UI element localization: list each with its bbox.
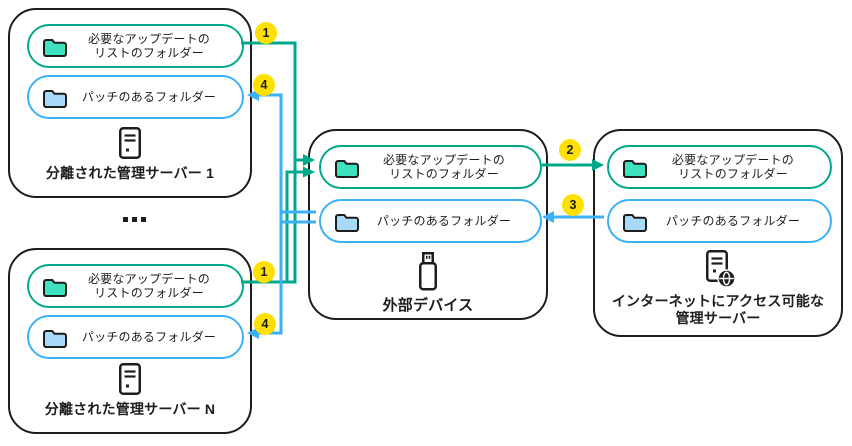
isolated-server-n-label: 分離された管理サーバー N	[44, 401, 216, 417]
isolated-server-1-box: 必要なアップデートのリストのフォルダー パッチのあるフォルダー 分離された管理サ…	[8, 8, 252, 198]
server-icon	[119, 127, 141, 159]
patches-folder-pill: パッチのあるフォルダー	[27, 315, 244, 359]
pill-label: パッチのあるフォルダー	[81, 89, 217, 104]
ellipsis-separator: ...	[123, 217, 146, 222]
pill-label: 必要なアップデートのリストのフォルダー	[671, 152, 794, 182]
folder-icon	[335, 213, 359, 232]
step-4-badge: 4	[254, 313, 276, 335]
folder-icon	[43, 278, 67, 297]
folder-icon	[623, 213, 647, 232]
usb-drive-icon	[419, 252, 437, 291]
folder-icon	[623, 159, 647, 178]
step-4-badge: 4	[253, 74, 275, 96]
patches-folder-pill: パッチのあるフォルダー	[319, 199, 542, 243]
updates-list-folder-pill: 必要なアップデートのリストのフォルダー	[27, 24, 244, 68]
folder-icon	[43, 38, 67, 57]
isolated-server-1-label: 分離された管理サーバー 1	[45, 165, 215, 181]
server-globe-icon	[706, 250, 735, 288]
step-1-badge: 1	[255, 22, 277, 44]
pill-label: 必要なアップデートのリストのフォルダー	[87, 31, 210, 61]
pill-label: 必要なアップデートのリストのフォルダー	[382, 152, 505, 182]
pill-label: パッチのあるフォルダー	[665, 213, 801, 228]
step-3-badge: 3	[562, 194, 584, 216]
folder-icon	[43, 329, 67, 348]
patches-folder-pill: パッチのあるフォルダー	[27, 75, 244, 119]
folder-icon	[335, 159, 359, 178]
pill-label: パッチのあるフォルダー	[81, 329, 217, 344]
internet-server-box: 必要なアップデートのリストのフォルダー パッチのあるフォルダー インターネットに…	[593, 129, 843, 337]
updates-list-folder-pill: 必要なアップデートのリストのフォルダー	[27, 264, 244, 308]
server-icon	[119, 363, 141, 395]
step-2-badge: 2	[559, 139, 581, 161]
updates-list-folder-pill: 必要なアップデートのリストのフォルダー	[607, 145, 832, 189]
folder-icon	[43, 89, 67, 108]
pill-label: 必要なアップデートのリストのフォルダー	[87, 271, 210, 301]
isolated-server-n-box: 必要なアップデートのリストのフォルダー パッチのあるフォルダー 分離された管理サ…	[8, 248, 252, 434]
external-device-label: 外部デバイス	[382, 297, 474, 314]
external-device-box: 必要なアップデートのリストのフォルダー パッチのあるフォルダー 外部デバイス	[308, 129, 548, 320]
pill-label: パッチのあるフォルダー	[376, 213, 512, 228]
updates-list-folder-pill: 必要なアップデートのリストのフォルダー	[319, 145, 542, 189]
internet-server-label: インターネットにアクセス可能な管理サーバー	[611, 293, 825, 326]
patches-folder-pill: パッチのあるフォルダー	[607, 199, 832, 243]
step-1-badge: 1	[253, 261, 275, 283]
